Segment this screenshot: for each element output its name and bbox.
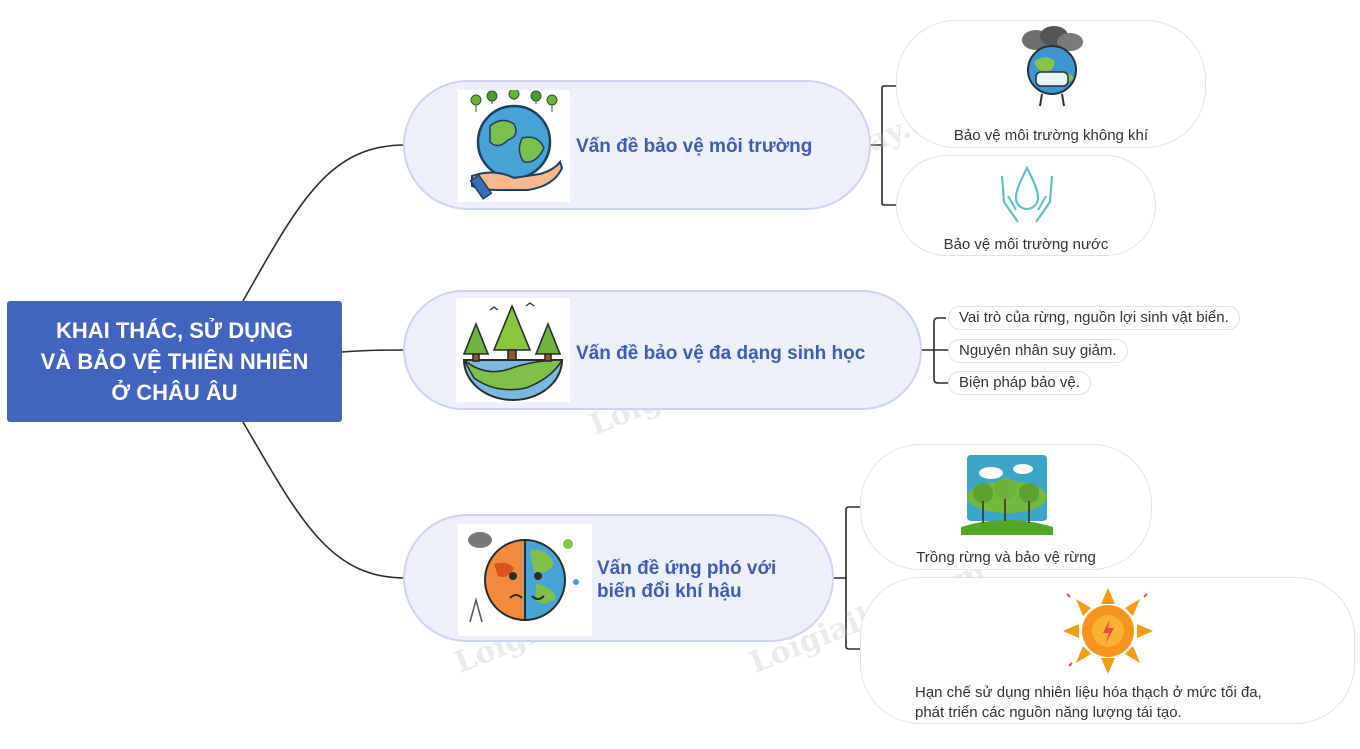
earth-in-hand-icon [458,88,570,202]
topic-title: Vấn đề bảo vệ môi trường [576,136,813,157]
sub-forestation[interactable]: Trồng rừng và bảo vệ rừng [860,444,1152,570]
root-title-line: KHAI THÁC, SỬ DỤNG [55,318,294,343]
connector-topic3-subs [832,506,862,650]
connector-root-topic1 [242,144,406,302]
sub-label: Bảo vệ môi trường không khí [953,127,1149,144]
connector-topic2-items [921,317,948,384]
sub-label: Bảo vệ môi trường nước [943,236,1109,253]
sub-renewable-energy[interactable]: Hạn chế sử dụng nhiên liệu hóa thạch ở m… [860,577,1355,724]
sub-label-line: Hạn chế sử dụng nhiên liệu hóa thạch ở m… [915,684,1262,701]
sub-label-line: phát triển các nguồn năng lượng tái tạo. [915,704,1182,721]
forest-icon [961,453,1053,535]
connector-root-topic3 [242,421,406,579]
root-title-line: Ở CHÂU ÂU [111,380,238,405]
sun-energy-icon [1061,586,1155,676]
topic-environment-protection[interactable]: Vấn đề bảo vệ môi trường [403,80,871,210]
connector-root-topic2 [341,349,406,353]
root-node[interactable]: KHAI THÁC, SỬ DỤNG VÀ BẢO VỆ THIÊN NHIÊN… [7,301,342,422]
list-item[interactable]: Nguyên nhân suy giảm. [948,339,1128,363]
earth-mask-pollution-icon [1014,26,1090,108]
connector-topic1-subs [870,85,898,206]
trees-on-earth-icon [456,298,570,402]
topic-biodiversity[interactable]: Vấn đề bảo vệ đa dạng sinh học [403,290,922,410]
sub-label: Trồng rừng và bảo vệ rừng [916,549,1096,566]
topic-climate-change[interactable]: Vấn đề ứng phó với biến đổi khí hậu [403,514,834,642]
topic-title: Vấn đề bảo vệ đa dạng sinh học [576,343,866,364]
root-title-line: VÀ BẢO VỆ THIÊN NHIÊN [40,349,309,374]
sub-air-protection[interactable]: Bảo vệ môi trường không khí [896,20,1206,148]
list-item[interactable]: Biện pháp bảo vệ. [948,371,1091,395]
sub-water-protection[interactable]: Bảo vệ môi trường nước [896,155,1156,256]
water-drop-hands-icon [996,162,1058,226]
topic-title-line: Vấn đề ứng phó với [597,558,777,579]
topic-title-line: biến đổi khí hậu [597,581,742,602]
climate-change-earth-icon [458,524,592,636]
list-item[interactable]: Vai trò của rừng, nguồn lợi sinh vật biể… [948,306,1240,330]
